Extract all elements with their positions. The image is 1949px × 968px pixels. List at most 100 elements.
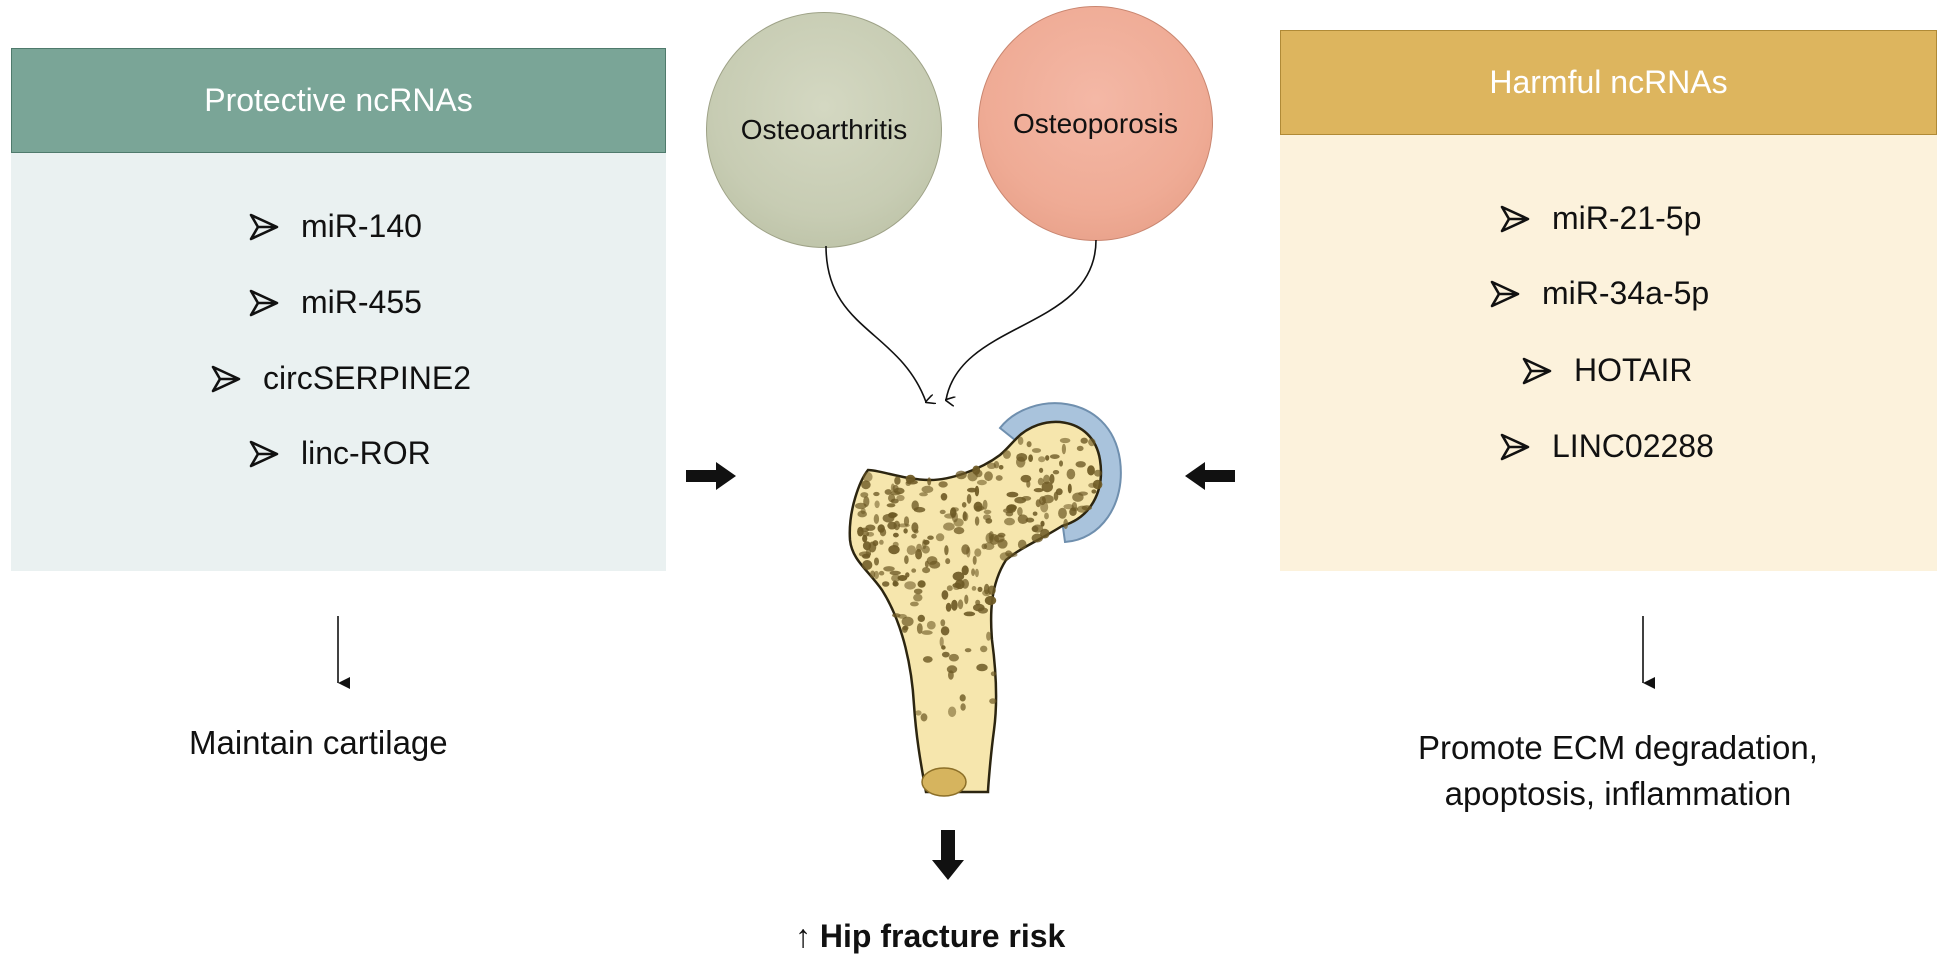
bone-pore (922, 656, 933, 663)
bone-pore (873, 491, 880, 497)
bone-pore (911, 500, 919, 511)
bone-pore (862, 534, 868, 543)
bone-pore (1059, 437, 1071, 444)
bone-pore (952, 582, 962, 588)
bone-pore (873, 570, 880, 580)
protective-outcome-text: Maintain cartilage (189, 724, 448, 761)
bone-pore (985, 532, 994, 544)
arrowhead-bullet-icon (211, 365, 241, 392)
bone-pore (1002, 450, 1011, 459)
bone-pore (1066, 468, 1076, 480)
protective-header: Protective ncRNAs (11, 48, 666, 153)
bone-pore (1044, 512, 1049, 520)
harmful-list: miR-21-5p miR-34a-5p HOTAIR LINC02288 (1280, 135, 1937, 571)
bone-pore (1006, 504, 1017, 511)
bone-pore (886, 503, 896, 508)
bone-pore (1017, 514, 1029, 524)
arrowhead-bullet-icon (1490, 280, 1520, 307)
bone-pore (951, 599, 958, 611)
bone-pores (855, 436, 1103, 722)
result-label: ↑ Hip fracture risk (795, 918, 1065, 955)
osteoporosis-connector-arrow (946, 239, 1097, 400)
bone-pore (1017, 507, 1023, 516)
bone-pore (913, 593, 923, 602)
arrowhead-bullet-icon (249, 440, 279, 467)
list-item: miR-455 (249, 284, 422, 321)
bone-pore (1088, 438, 1096, 447)
bone-pore (905, 572, 910, 578)
osteoarthritis-connector-arrow (825, 245, 926, 402)
bone-pore (911, 533, 917, 539)
arrowhead-bullet-icon (249, 289, 279, 316)
bone-pore (866, 531, 875, 537)
bone-pore (953, 527, 965, 535)
bone-pore (982, 499, 988, 510)
bone-pore (883, 566, 895, 572)
bone-pore (962, 511, 967, 521)
harmful-outcome: Promote ECM degradation, apoptosis, infl… (1418, 725, 1818, 817)
bone-pore (893, 532, 899, 538)
list-item: HOTAIR (1522, 352, 1693, 389)
bone-pore (964, 648, 972, 653)
bone-pore (951, 511, 959, 523)
bone-pore (1038, 456, 1046, 463)
bone-pore (1031, 525, 1039, 533)
bone-pore (972, 555, 977, 565)
bone-pore (983, 509, 992, 515)
list-item-label: miR-455 (301, 284, 422, 320)
bone-pore (1039, 467, 1044, 473)
bone-pore (1037, 477, 1044, 486)
list-item: circSERPINE2 (211, 360, 471, 397)
bone-pore (1004, 517, 1015, 526)
bone-pore (1032, 511, 1038, 516)
list-item-label: miR-140 (301, 208, 422, 244)
bone-pore (913, 588, 923, 595)
list-item-label: miR-34a-5p (1542, 275, 1710, 311)
bone-pore (927, 477, 932, 486)
bone-pore (906, 545, 917, 555)
result-text: Hip fracture risk (819, 918, 1066, 954)
bone-pore (1049, 454, 1060, 459)
arrowhead-bullet-icon (249, 213, 279, 240)
bone-pore (990, 671, 997, 677)
bone-pore (892, 581, 899, 587)
bone-pore (948, 653, 960, 662)
bone-pore (971, 568, 976, 576)
bone-pore (1087, 465, 1095, 476)
down-arrow-icon (932, 830, 964, 880)
bone-pore (1081, 505, 1093, 511)
bone-pore (959, 694, 966, 702)
list-item: LINC02288 (1500, 428, 1714, 465)
bone-pore (1026, 480, 1031, 488)
bone-pore (921, 630, 933, 635)
bone-pore (888, 494, 896, 503)
left-arrow-icon (686, 462, 736, 490)
bone-pore (971, 586, 977, 591)
bone-pore (952, 571, 965, 581)
bone-pore (1045, 455, 1050, 461)
bone-pore (964, 594, 969, 605)
bone-pore (1031, 448, 1042, 453)
bone-pore (1061, 443, 1066, 455)
bone-pore (974, 485, 980, 497)
bone-pore (904, 555, 909, 565)
bone-pore (927, 535, 934, 540)
bone-pore (957, 599, 964, 610)
bone-pore (901, 616, 914, 627)
bone-pore (941, 645, 946, 650)
harmful-outcome-line-1: Promote ECM degradation, (1418, 729, 1818, 766)
bone-pore (917, 580, 926, 588)
bone-pore (921, 485, 934, 493)
bone-pore (915, 710, 922, 716)
bone-pore (919, 492, 928, 497)
protective-title: Protective ncRNAs (204, 82, 473, 118)
bone-pore (940, 493, 948, 501)
bone-pore (984, 471, 993, 482)
harmful-title: Harmful ncRNAs (1489, 64, 1728, 100)
bone-pore (997, 539, 1008, 549)
bone-pore (882, 581, 890, 587)
bone-pore (1094, 469, 1102, 477)
harmful-panel: Harmful ncRNAs miR-21-5p miR-34a-5p HOTA… (1280, 30, 1937, 571)
bone-pore (862, 541, 872, 551)
bone-pore (862, 560, 873, 570)
